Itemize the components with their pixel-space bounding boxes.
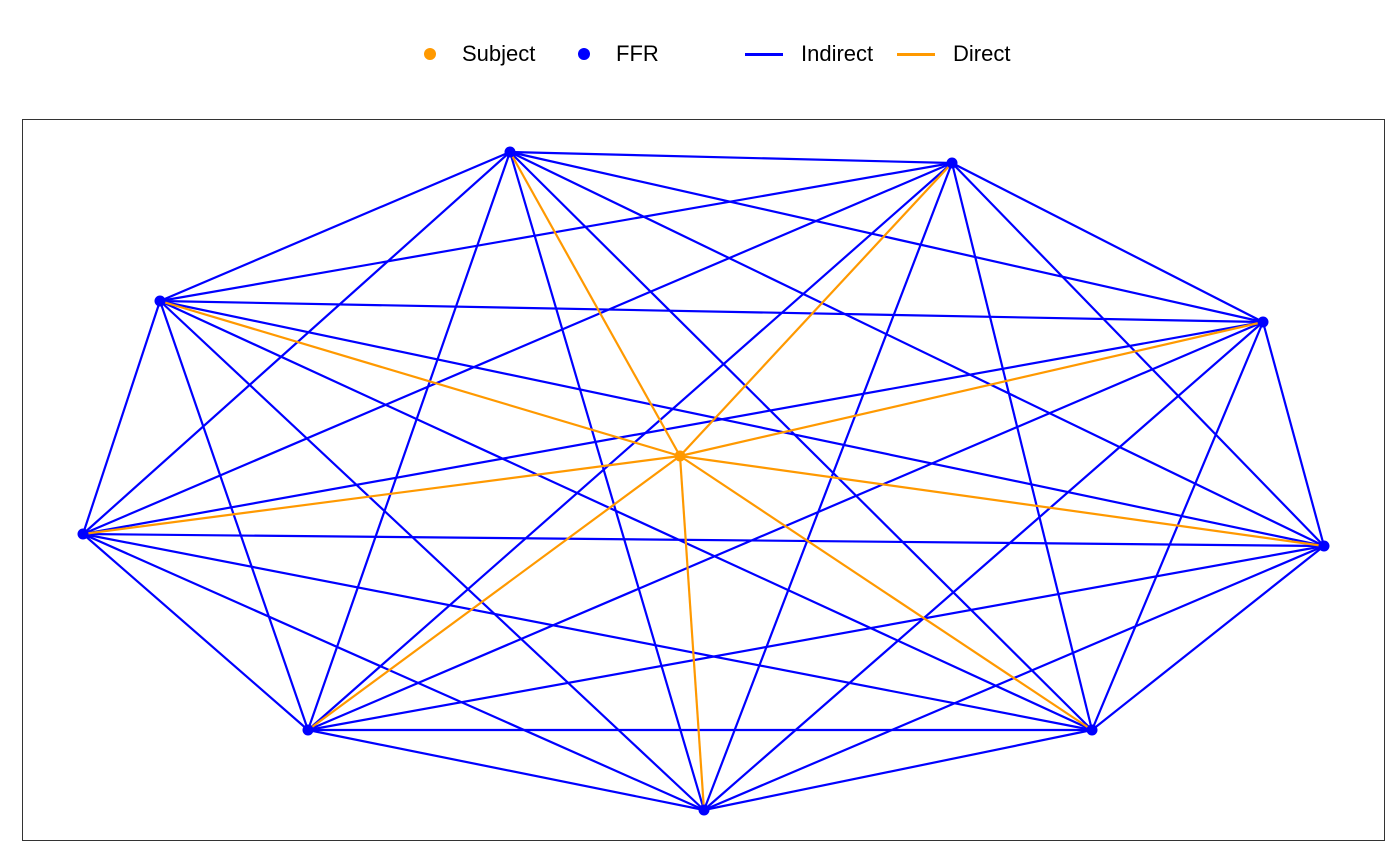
subject-node-swatch-icon <box>424 48 436 60</box>
direct-edge-6-9 <box>307 455 681 731</box>
ffr-node-swatch-icon <box>578 48 590 60</box>
network-graph <box>77 146 1330 816</box>
indirect-edge-1-8 <box>159 161 953 303</box>
indirect-edge-3-4 <box>1091 545 1325 731</box>
indirect-edge-3-6 <box>307 544 1325 732</box>
indirect-edge-0-5 <box>508 151 706 811</box>
indirect-edge-6-7 <box>82 533 309 731</box>
direct-edge-8-9 <box>159 299 681 458</box>
legend-item-ffr: FFR <box>578 34 659 74</box>
ffr-node-7 <box>77 528 89 540</box>
legend-item-indirect: Indirect <box>745 34 873 74</box>
indirect-edge-1-6 <box>307 162 953 731</box>
indirect-edge-5-6 <box>307 728 705 812</box>
indirect-edge-0-6 <box>306 151 512 731</box>
indirect-edge-4-5 <box>703 728 1093 812</box>
ffr-node-3 <box>1318 540 1330 552</box>
ffr-node-2 <box>1257 316 1269 328</box>
legend-item-subject: Subject <box>424 34 535 74</box>
indirect-edge-5-7 <box>82 532 705 812</box>
ffr-node-6 <box>302 724 314 736</box>
legend-label-direct: Direct <box>953 41 1011 66</box>
ffr-node-4 <box>1086 724 1098 736</box>
ffr-node-5 <box>698 804 710 816</box>
indirect-edge-2-8 <box>159 299 1264 324</box>
direct-edge-2-9 <box>679 320 1264 458</box>
indirect-edge-0-2 <box>509 150 1264 324</box>
legend-label-subject: Subject <box>462 41 536 66</box>
indirect-edge-3-7 <box>82 532 1325 548</box>
ffr-node-8 <box>154 295 166 307</box>
indirect-edge-0-3 <box>509 151 1325 547</box>
direct-edge-0-9 <box>509 151 681 457</box>
indirect-edge-5-8 <box>159 300 705 811</box>
subject-node-9 <box>674 450 686 462</box>
indirect-edge-6-8 <box>158 300 310 731</box>
direct-edge-3-9 <box>679 454 1325 548</box>
direct-edge-7-9 <box>82 454 681 536</box>
direct-edge-5-9 <box>678 455 706 811</box>
legend-item-direct: Direct <box>897 34 1010 74</box>
indirect-edge-2-3 <box>1261 321 1326 547</box>
ffr-node-0 <box>504 146 516 158</box>
network-panel <box>22 119 1385 841</box>
indirect-edge-4-8 <box>159 300 1093 731</box>
indirect-edge-1-3 <box>951 162 1325 547</box>
direct-edge-4-9 <box>679 455 1093 731</box>
indirect-edge-1-7 <box>82 161 953 536</box>
indirect-edge-swatch-icon <box>745 52 783 56</box>
indirect-edge-0-7 <box>82 151 511 535</box>
indirect-edge-0-8 <box>159 150 511 303</box>
direct-edge-swatch-icon <box>897 52 935 56</box>
indirect-edge-2-7 <box>82 320 1264 536</box>
indirect-edge-3-8 <box>159 299 1325 548</box>
indirect-edge-1-2 <box>951 162 1264 323</box>
direct-edge-1-9 <box>679 162 953 457</box>
indirect-edge-7-8 <box>81 300 162 535</box>
indirect-edge-0-1 <box>509 150 953 165</box>
legend-label-indirect: Indirect <box>801 41 874 66</box>
indirect-edge-1-4 <box>950 162 1094 731</box>
legend: Subject FFR Indirect Direct <box>0 34 1400 74</box>
ffr-node-1 <box>946 157 958 169</box>
indirect-edge-0-4 <box>509 151 1093 731</box>
indirect-edge-1-5 <box>702 162 954 811</box>
indirect-edge-2-5 <box>703 321 1264 811</box>
legend-label-ffr: FFR <box>616 41 659 66</box>
